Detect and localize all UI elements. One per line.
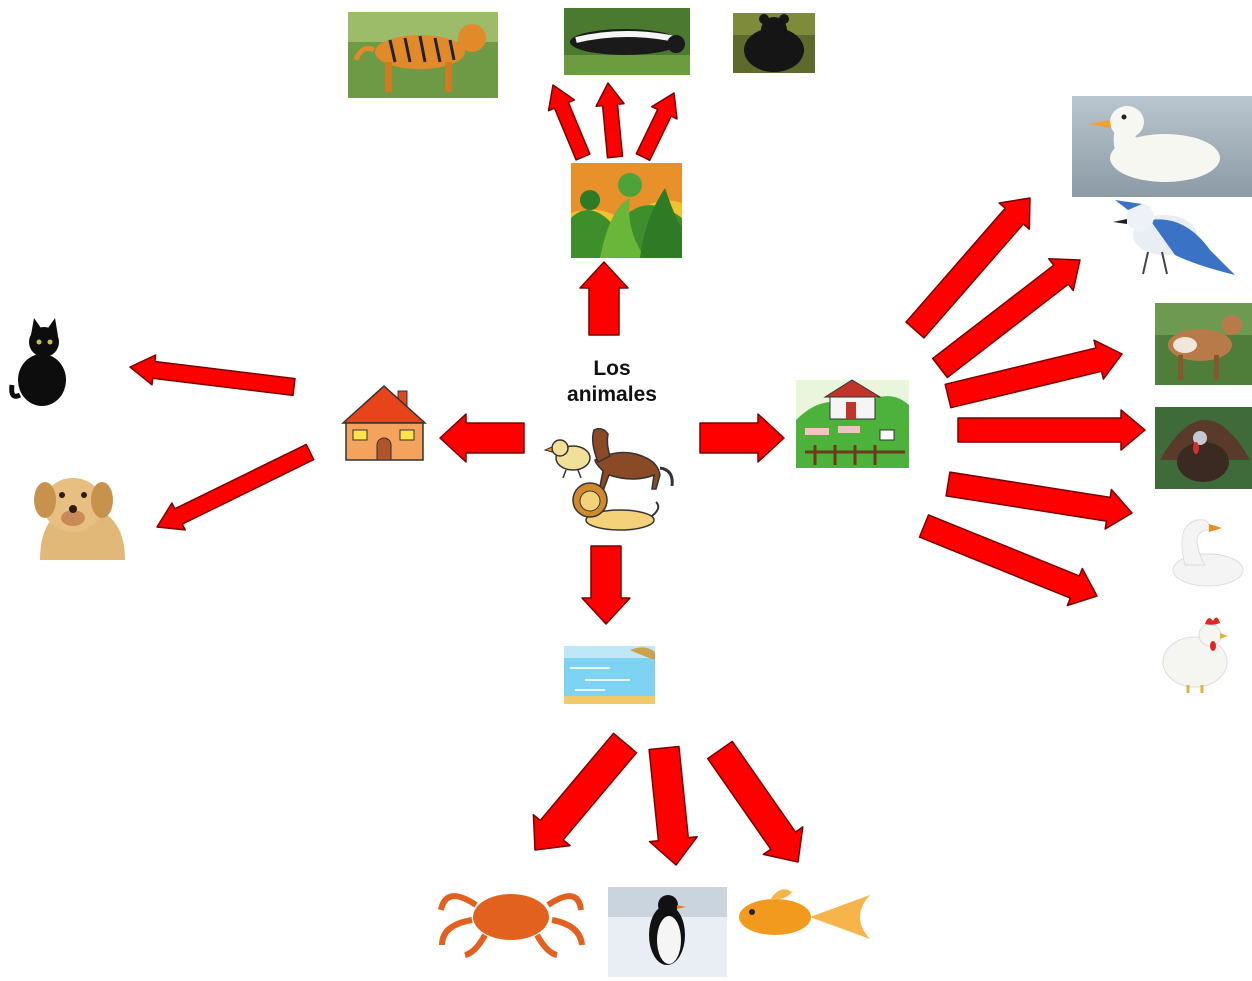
house-icon — [341, 384, 427, 461]
arrow-house-to-dog — [156, 443, 315, 531]
jungle-habitat-image — [571, 163, 682, 258]
arrow-sea-to-goldfish — [706, 740, 804, 863]
horse-icon — [591, 427, 674, 492]
arrow-to-house — [439, 413, 525, 463]
swan-photo — [1172, 519, 1244, 587]
arrow-farm-to-swan — [945, 471, 1133, 530]
arrow-to-sea — [581, 545, 631, 625]
sea-habitat-image — [564, 646, 655, 704]
goat-photo — [1155, 303, 1252, 385]
lion-icon — [572, 482, 660, 531]
skunk-photo — [564, 8, 690, 75]
blue-jay-photo — [1113, 200, 1235, 275]
goldfish-photo — [739, 889, 870, 939]
diagram-title: Los animales — [540, 356, 684, 408]
arrow-farm-to-bluejay — [931, 258, 1081, 379]
arrow-jungle-to-skunk — [595, 82, 625, 159]
arrow-jungle-to-bear — [635, 92, 678, 162]
bird-icon — [543, 439, 591, 479]
arrow-farm-to-hen — [918, 514, 1098, 607]
crab-photo — [438, 893, 585, 958]
title-line-1: Los — [593, 357, 631, 380]
arrow-jungle-to-tiger — [547, 84, 591, 161]
hen-photo — [1162, 617, 1228, 693]
arrow-sea-to-penguin — [648, 745, 698, 866]
arrow-house-to-cat — [129, 354, 296, 397]
turkey-photo — [1155, 407, 1252, 489]
title-line-2: animales — [567, 383, 657, 406]
arrow-farm-to-turkey — [957, 409, 1146, 451]
bear-photo — [733, 13, 815, 73]
dog-photo — [34, 478, 125, 560]
penguin-photo — [608, 887, 727, 977]
cat-photo — [9, 318, 66, 406]
arrow-sea-to-crab — [532, 732, 638, 851]
farm-habitat-image — [796, 379, 909, 468]
arrow-farm-to-goat — [944, 339, 1123, 409]
arrows-layer — [129, 82, 1146, 866]
arrow-farm-to-duck — [905, 197, 1031, 339]
arrow-to-farm — [699, 413, 785, 463]
arrow-to-jungle — [579, 261, 629, 336]
duck-photo — [1072, 96, 1252, 197]
tiger-photo — [348, 12, 498, 98]
